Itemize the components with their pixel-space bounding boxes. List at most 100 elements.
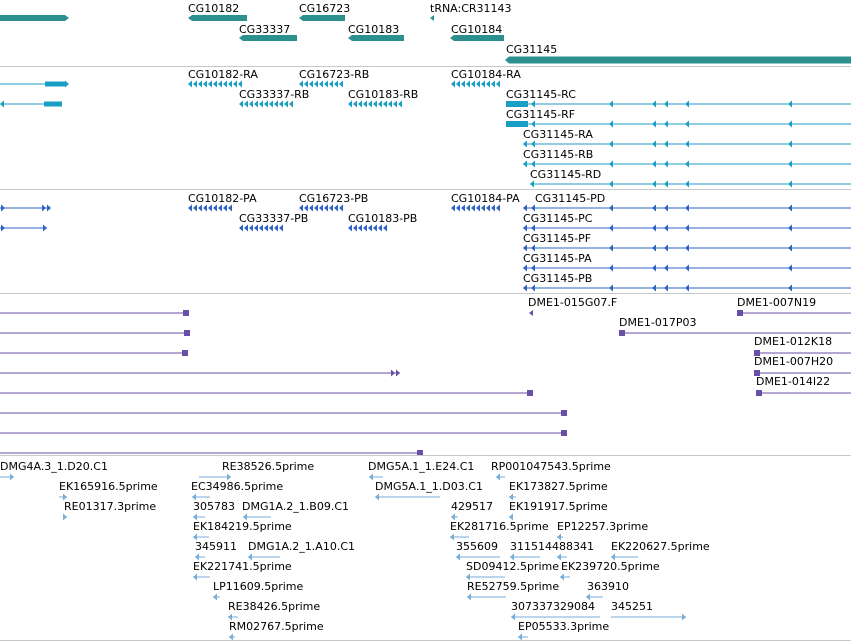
protein-label[interactable]: CG31145-PA	[523, 252, 592, 265]
exon-arrow[interactable]	[788, 160, 792, 168]
exon-arrow[interactable]	[304, 80, 308, 88]
exon-arrow[interactable]	[456, 553, 460, 561]
exon-arrow[interactable]	[228, 613, 232, 621]
exon-arrow[interactable]	[530, 180, 534, 188]
exon-arrow[interactable]	[339, 80, 343, 88]
exon-arrow[interactable]	[560, 573, 564, 581]
exon-arrow[interactable]	[396, 369, 400, 377]
exon-arrow[interactable]	[523, 204, 527, 212]
protein-label[interactable]: CG10183-PB	[348, 212, 418, 225]
exon-arrow[interactable]	[664, 204, 668, 212]
exon-arrow[interactable]	[398, 100, 402, 108]
est-label[interactable]: DMG1A.2_1.B09.C1	[242, 500, 350, 513]
exon-arrow[interactable]	[609, 140, 613, 148]
exon-arrow[interactable]	[496, 204, 500, 212]
exon-arrow[interactable]	[63, 493, 67, 501]
exon-arrow[interactable]	[309, 80, 313, 88]
exon-arrow[interactable]	[685, 244, 689, 252]
exon-arrow[interactable]	[557, 553, 561, 561]
exon-arrow[interactable]	[358, 224, 362, 232]
clone-label[interactable]: DME1-017P03	[619, 316, 697, 329]
exon-arrow[interactable]	[664, 224, 668, 232]
exon-arrow[interactable]	[652, 284, 656, 292]
exon-arrow[interactable]	[304, 204, 308, 212]
exon-arrow[interactable]	[682, 613, 686, 621]
exon-arrow[interactable]	[198, 204, 202, 212]
transcript-label[interactable]: CG31145-RC	[506, 88, 576, 101]
clone-label[interactable]: DME1-012K18	[754, 335, 833, 348]
exon-arrow[interactable]	[788, 204, 792, 212]
exon-arrow[interactable]	[486, 204, 490, 212]
exon-arrow[interactable]	[531, 204, 535, 212]
est-label[interactable]: RP001047543.5prime	[491, 460, 611, 473]
exon-arrow[interactable]	[685, 120, 689, 128]
exon-arrow[interactable]	[451, 80, 455, 88]
exon-arrow[interactable]	[223, 80, 227, 88]
est-label[interactable]: 311514488341	[510, 540, 594, 553]
exon-arrow[interactable]	[227, 473, 231, 481]
exon-arrow[interactable]	[218, 80, 222, 88]
exon-arrow[interactable]	[259, 100, 263, 108]
est-label[interactable]: EC34986.5prime	[191, 480, 284, 493]
clone-end[interactable]	[619, 330, 625, 336]
exon-arrow[interactable]	[319, 80, 323, 88]
exon-arrow[interactable]	[324, 204, 328, 212]
exon-arrow[interactable]	[461, 204, 465, 212]
clone-end[interactable]	[737, 310, 743, 316]
est-label[interactable]: EP05533.3prime	[518, 620, 610, 633]
exon-arrow[interactable]	[353, 100, 357, 108]
protein-label[interactable]: CG31145-PC	[523, 212, 593, 225]
exon-arrow[interactable]	[788, 264, 792, 272]
exon-arrow[interactable]	[314, 80, 318, 88]
clone-end[interactable]	[754, 370, 760, 376]
protein-label[interactable]: CG16723-PB	[299, 192, 369, 205]
est-label[interactable]: 429517	[451, 500, 493, 513]
exon-arrow[interactable]	[213, 204, 217, 212]
exon-arrow[interactable]	[329, 204, 333, 212]
exon-arrow[interactable]	[279, 100, 283, 108]
exon-arrow[interactable]	[249, 100, 253, 108]
est-label[interactable]: EK221741.5prime	[193, 560, 292, 573]
exon-arrow[interactable]	[378, 100, 382, 108]
exon-arrow[interactable]	[481, 204, 485, 212]
exon-arrow[interactable]	[254, 100, 258, 108]
gene-bar[interactable]	[505, 56, 851, 64]
transcript-label[interactable]: CG10182-RA	[188, 68, 258, 81]
exon-arrow[interactable]	[652, 244, 656, 252]
exon-arrow[interactable]	[609, 284, 613, 292]
exon-arrow[interactable]	[523, 160, 527, 168]
exon-arrow[interactable]	[531, 224, 535, 232]
exon-arrow[interactable]	[47, 204, 51, 212]
est-label[interactable]: EK173827.5prime	[509, 480, 608, 493]
exon-arrow[interactable]	[192, 493, 196, 501]
exon-arrow[interactable]	[244, 224, 248, 232]
exon-arrow[interactable]	[239, 224, 243, 232]
exon-arrow[interactable]	[188, 204, 192, 212]
exon-arrow[interactable]	[685, 224, 689, 232]
exon-arrow[interactable]	[213, 80, 217, 88]
exon-arrow[interactable]	[491, 80, 495, 88]
est-label[interactable]: RE38426.5prime	[228, 600, 321, 613]
exon-arrow[interactable]	[664, 180, 668, 188]
exon-arrow[interactable]	[523, 224, 527, 232]
transcript-label[interactable]: CG31145-RF	[506, 108, 576, 121]
exon-arrow[interactable]	[523, 140, 527, 148]
exon-arrow[interactable]	[652, 224, 656, 232]
est-label[interactable]: EK191917.5prime	[509, 500, 608, 513]
exon-arrow[interactable]	[531, 120, 535, 128]
exon-arrow[interactable]	[496, 473, 500, 481]
exon-arrow[interactable]	[496, 80, 500, 88]
clone-label[interactable]: DME1-015G07.F	[528, 296, 618, 309]
exon-arrow[interactable]	[664, 264, 668, 272]
exon-arrow[interactable]	[685, 264, 689, 272]
exon-arrow[interactable]	[664, 244, 668, 252]
est-label[interactable]: EK165916.5prime	[59, 480, 158, 493]
exon-arrow[interactable]	[203, 204, 207, 212]
exon-arrow[interactable]	[523, 244, 527, 252]
protein-label[interactable]: CG33337-PB	[239, 212, 309, 225]
exon-arrow[interactable]	[788, 180, 792, 188]
exon-arrow[interactable]	[348, 100, 352, 108]
exon-arrow[interactable]	[228, 204, 232, 212]
exon-arrow[interactable]	[523, 264, 527, 272]
